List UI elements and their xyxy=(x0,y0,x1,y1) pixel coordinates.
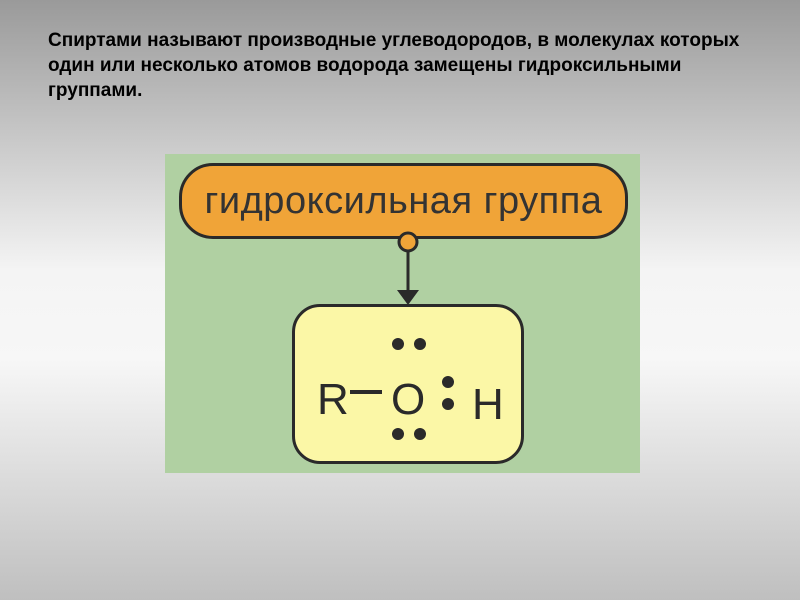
bonding-pair-electron-2 xyxy=(442,398,454,410)
lone-pair-bottom-electron-2 xyxy=(414,428,426,440)
lone-pair-top-electron-2 xyxy=(414,338,426,350)
formula-box: R O H xyxy=(292,304,524,464)
radical-symbol: R xyxy=(317,375,349,424)
lone-pair-bottom-electron-1 xyxy=(392,428,404,440)
oxygen-symbol: O xyxy=(391,375,425,424)
pointer-arrow-head xyxy=(397,290,419,305)
pointer-origin-circle xyxy=(397,231,419,253)
hydroxyl-group-label: гидроксильная группа xyxy=(204,179,603,222)
hydrogen-symbol: H xyxy=(472,380,504,429)
lone-pair-top-electron-1 xyxy=(392,338,404,350)
hydroxyl-group-diagram: гидроксильная группа R O H xyxy=(165,154,640,473)
pointer-connector xyxy=(397,231,419,305)
definition-text: Спиртами называют производные углеводоро… xyxy=(48,30,740,101)
hydroxyl-group-label-box: гидроксильная группа xyxy=(179,163,628,239)
lewis-structure: R O H xyxy=(317,338,504,440)
single-bond xyxy=(350,390,382,394)
bonding-pair-electron-1 xyxy=(442,376,454,388)
